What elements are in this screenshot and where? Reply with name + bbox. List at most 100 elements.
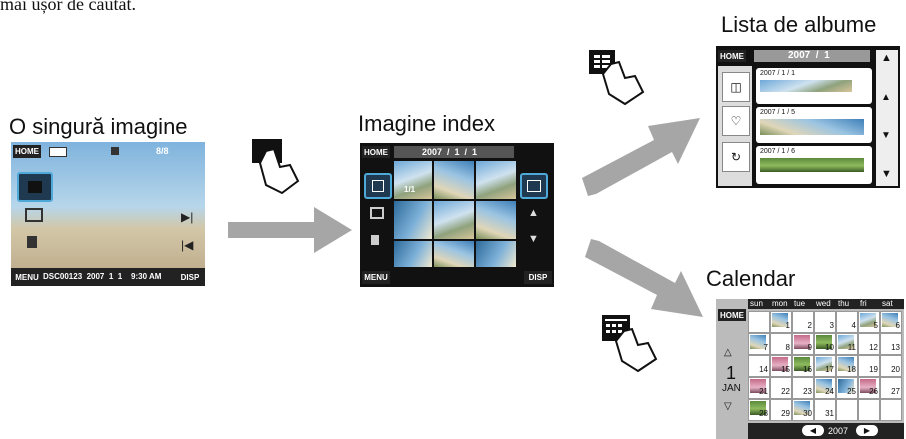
calendar-day-cell[interactable]: 24 bbox=[814, 377, 836, 399]
album-entry[interactable]: 2007 / 1 / 5 bbox=[756, 107, 872, 143]
calendar-day-number: 30 bbox=[803, 409, 812, 418]
calendar-day-cell[interactable]: 21 bbox=[748, 377, 770, 399]
thumbnail[interactable] bbox=[476, 201, 516, 239]
calendar-day-cell[interactable]: 8 bbox=[770, 333, 792, 355]
calendar-home-button[interactable]: HOME bbox=[718, 309, 746, 321]
calendar-day-cell[interactable]: 4 bbox=[836, 311, 858, 333]
calendar-day-cell[interactable]: 16 bbox=[792, 355, 814, 377]
favorite-icon[interactable]: ♡ bbox=[722, 106, 750, 136]
scroll-up-icon[interactable]: ▲ bbox=[881, 92, 891, 103]
delete-icon[interactable] bbox=[27, 236, 37, 248]
thumbnail[interactable] bbox=[434, 241, 474, 267]
prev-year-button[interactable]: ◀ bbox=[802, 425, 824, 436]
thumbnail[interactable] bbox=[434, 201, 474, 239]
calendar-day-cell[interactable]: 12 bbox=[858, 333, 880, 355]
calendar-day-cell[interactable]: 23 bbox=[792, 377, 814, 399]
index-home-button[interactable]: HOME bbox=[362, 146, 390, 158]
scroll-bottom-icon[interactable]: ▼ bbox=[881, 168, 892, 180]
thumbnail[interactable] bbox=[476, 241, 516, 267]
scroll-top-icon[interactable]: ▲ bbox=[881, 52, 892, 64]
calendar-day-cell[interactable]: 1 bbox=[770, 311, 792, 333]
single-status-bar bbox=[11, 268, 205, 286]
single-status-text: DSC00123 2007 1 1 9:30 AM bbox=[43, 272, 162, 281]
single-home-button[interactable]: HOME bbox=[13, 145, 41, 158]
arrow-to-album bbox=[582, 118, 700, 196]
calendar-day-cell[interactable]: 26 bbox=[858, 377, 880, 399]
calendar-day-cell[interactable] bbox=[880, 399, 902, 421]
album-home-button[interactable]: HOME bbox=[718, 50, 746, 62]
calendar-day-cell[interactable]: 22 bbox=[770, 377, 792, 399]
calendar-day-cell[interactable]: 18 bbox=[836, 355, 858, 377]
weekday-label: thu bbox=[838, 299, 850, 308]
calendar-day-cell[interactable]: 19 bbox=[858, 355, 880, 377]
thumbnail[interactable] bbox=[394, 201, 432, 239]
thumbnail[interactable] bbox=[394, 161, 432, 199]
calendar-day-cell[interactable]: 28 bbox=[748, 399, 770, 421]
book-icon[interactable]: ◫ bbox=[722, 72, 750, 102]
calendar-day-cell[interactable] bbox=[748, 311, 770, 333]
index-screen: HOME 2007 / 1 / 1 1/1 ▲ ▼ MENU DISP bbox=[360, 143, 554, 287]
calendar-day-cell[interactable]: 31 bbox=[814, 399, 836, 421]
calendar-day-number: 22 bbox=[781, 387, 790, 396]
calendar-day-cell[interactable]: 2 bbox=[792, 311, 814, 333]
calendar-day-cell[interactable]: 20 bbox=[880, 355, 902, 377]
calendar-day-cell[interactable]: 10 bbox=[814, 333, 836, 355]
album-entry[interactable]: 2007 / 1 / 1 bbox=[756, 68, 872, 104]
calendar-day-number: 29 bbox=[781, 409, 790, 418]
rotate-icon[interactable]: ↻ bbox=[722, 142, 750, 172]
calendar-day-number: 10 bbox=[825, 343, 834, 352]
thumbnail[interactable] bbox=[434, 161, 474, 199]
calendar-day-cell[interactable]: 6 bbox=[880, 311, 902, 333]
scroll-bottom-icon[interactable]: ▼ bbox=[528, 233, 539, 245]
thumbnail[interactable] bbox=[476, 161, 516, 199]
scroll-top-icon[interactable]: ▲ bbox=[528, 207, 539, 219]
calendar-day-cell[interactable]: 25 bbox=[836, 377, 858, 399]
slideshow-icon[interactable] bbox=[370, 207, 384, 219]
view-mode-button[interactable] bbox=[17, 172, 53, 202]
calendar-day-cell[interactable]: 13 bbox=[880, 333, 902, 355]
day-photo bbox=[816, 357, 832, 371]
calendar-day-cell[interactable]: 3 bbox=[814, 311, 836, 333]
calendar-day-number: 31 bbox=[825, 409, 834, 418]
calendar-footer bbox=[748, 423, 904, 439]
calendar-view-button[interactable] bbox=[520, 173, 548, 199]
calendar-day-number: 19 bbox=[869, 365, 878, 374]
delete-icon[interactable] bbox=[371, 235, 379, 245]
calendar-day-cell[interactable]: 30 bbox=[792, 399, 814, 421]
album-entry-date: 2007 / 1 / 6 bbox=[760, 148, 796, 155]
weekday-label: sat bbox=[882, 299, 893, 308]
day-photo bbox=[816, 335, 832, 349]
next-year-button[interactable]: ▶ bbox=[856, 425, 878, 436]
index-date-bar bbox=[394, 146, 514, 158]
single-disp-button[interactable]: DISP bbox=[177, 270, 203, 284]
album-entry[interactable]: 2007 / 1 / 6 bbox=[756, 146, 872, 184]
month-down-icon[interactable]: ▽ bbox=[724, 401, 732, 412]
calendar-day-cell[interactable] bbox=[858, 399, 880, 421]
calendar-day-cell[interactable]: 27 bbox=[880, 377, 902, 399]
arrow-to-index bbox=[228, 207, 352, 253]
index-menu-button[interactable]: MENU bbox=[362, 271, 390, 284]
calendar-day-cell[interactable]: 17 bbox=[814, 355, 836, 377]
thumbnail[interactable] bbox=[394, 241, 432, 267]
album-list-button[interactable] bbox=[364, 173, 392, 199]
next-icon[interactable]: ▶| bbox=[181, 210, 194, 224]
calendar-day-cell[interactable]: 5 bbox=[858, 311, 880, 333]
month-up-icon[interactable]: △ bbox=[724, 347, 732, 358]
index-page-counter: 1/1 bbox=[404, 185, 416, 194]
calendar-day-cell[interactable]: 11 bbox=[836, 333, 858, 355]
scroll-down-icon[interactable]: ▼ bbox=[881, 130, 891, 141]
weekday-label: mon bbox=[772, 299, 788, 308]
calendar-day-cell[interactable]: 29 bbox=[770, 399, 792, 421]
index-disp-button[interactable]: DISP bbox=[524, 271, 552, 284]
calendar-weekday-bar bbox=[748, 299, 904, 309]
calendar-day-cell[interactable]: 9 bbox=[792, 333, 814, 355]
calendar-day-cell[interactable]: 14 bbox=[748, 355, 770, 377]
single-menu-button[interactable]: MENU bbox=[13, 270, 41, 284]
calendar-day-cell[interactable] bbox=[836, 399, 858, 421]
calendar-icon bbox=[527, 180, 541, 192]
calendar-day: 1 bbox=[726, 363, 737, 383]
calendar-day-cell[interactable]: 7 bbox=[748, 333, 770, 355]
slideshow-icon[interactable] bbox=[25, 208, 43, 222]
prev-icon[interactable]: |◀ bbox=[181, 238, 194, 252]
calendar-day-cell[interactable]: 15 bbox=[770, 355, 792, 377]
